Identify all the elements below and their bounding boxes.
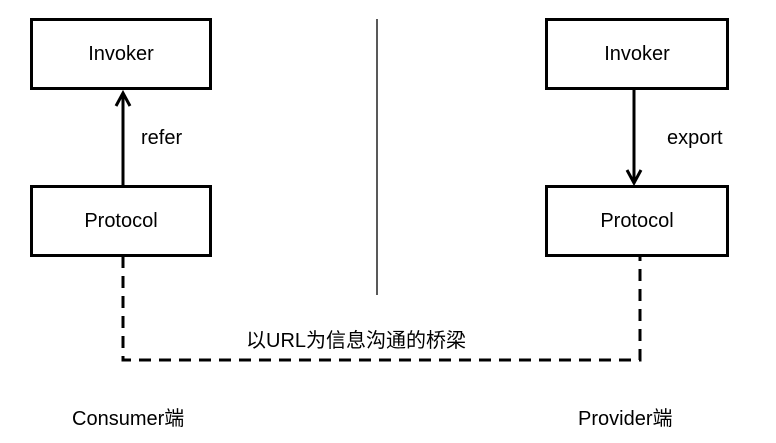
provider-protocol-label: Protocol: [600, 209, 674, 232]
consumer-invoker-label: Invoker: [88, 42, 154, 65]
provider-invoker-label: Invoker: [604, 42, 670, 65]
export-arrowhead: [625, 169, 643, 187]
provider-invoker-box: Invoker: [545, 18, 729, 90]
consumer-side-label: Consumer端: [72, 408, 185, 430]
export-label: export: [667, 127, 723, 149]
consumer-protocol-box: Protocol: [30, 185, 212, 257]
consumer-protocol-label: Protocol: [84, 209, 158, 232]
bridge-label: 以URL为信息沟通的桥梁: [246, 330, 467, 352]
provider-protocol-box: Protocol: [545, 185, 729, 257]
consumer-invoker-box: Invoker: [30, 18, 212, 90]
refer-arrowhead: [114, 89, 132, 107]
provider-side-label: Provider端: [578, 408, 673, 430]
refer-label: refer: [141, 127, 183, 149]
url-bridge-dashed-line: [121, 256, 642, 362]
